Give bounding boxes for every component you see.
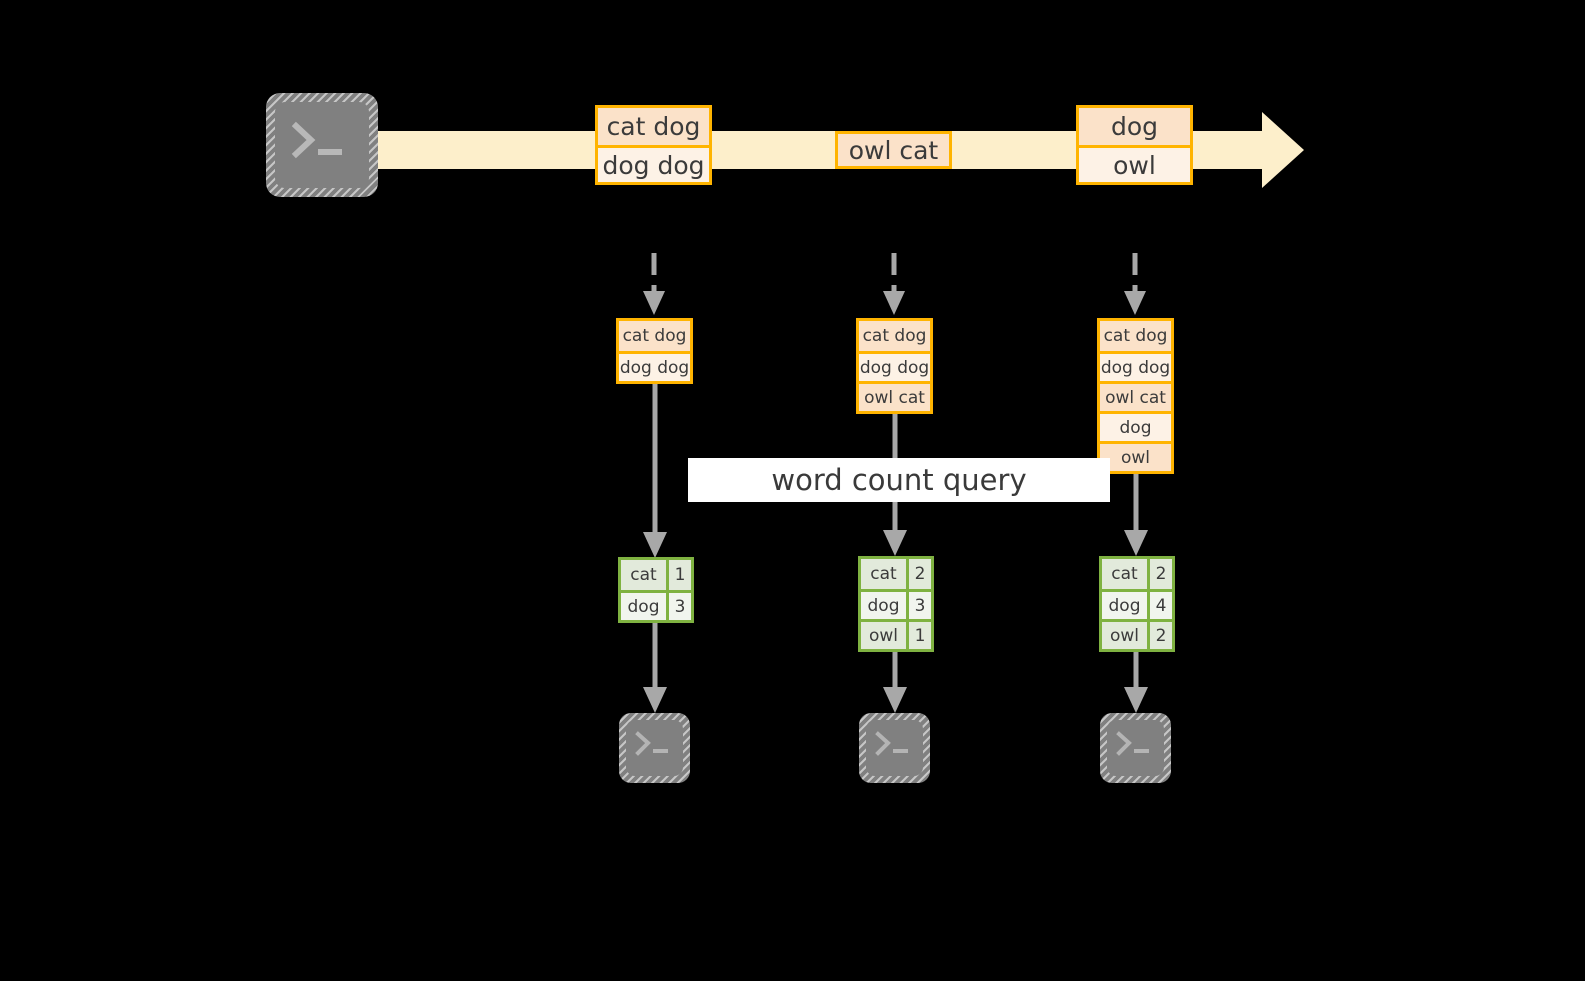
table-row: cat 2 xyxy=(861,559,931,589)
terminal-prompt-glyph xyxy=(1100,713,1171,783)
result-count: 2 xyxy=(905,559,931,589)
terminal-body xyxy=(626,720,683,776)
stream-record-2[interactable]: owl cat xyxy=(835,131,952,169)
snapshot-3-input-line-3: owl cat xyxy=(1100,381,1171,411)
table-row: owl 1 xyxy=(861,619,931,649)
sink-terminal-icon-3[interactable] xyxy=(1100,713,1171,783)
terminal-prompt-glyph xyxy=(619,713,690,783)
snapshot-2-input-line-3: owl cat xyxy=(859,381,930,411)
result-word: dog xyxy=(861,592,906,619)
terminal-body xyxy=(866,720,923,776)
snapshot-3-result[interactable]: cat 2 dog 4 owl 2 xyxy=(1099,556,1175,652)
stream-record-3[interactable]: dog owl xyxy=(1076,105,1193,185)
terminal-body xyxy=(275,102,369,188)
sink-arrow-2 xyxy=(880,652,910,715)
stream-record-3-line-1: dog xyxy=(1079,108,1190,145)
snapshot-3-input-line-1: cat dog xyxy=(1100,321,1171,351)
stream-record-3-line-2: owl xyxy=(1079,145,1190,182)
table-row: owl 2 xyxy=(1102,619,1172,649)
result-word: owl xyxy=(861,622,906,649)
result-word: cat xyxy=(1102,559,1147,589)
query-arrow-1 xyxy=(640,384,670,560)
result-word: cat xyxy=(861,559,906,589)
snapshot-2-result[interactable]: cat 2 dog 3 owl 1 xyxy=(858,556,934,652)
snapshot-1-result[interactable]: cat 1 dog 3 xyxy=(618,557,694,623)
query-arrow-3 xyxy=(1121,474,1151,558)
stream-record-1-line-1: cat dog xyxy=(598,108,709,145)
stream-record-1[interactable]: cat dog dog dog xyxy=(595,105,712,185)
dashed-arrow-2 xyxy=(879,253,909,318)
table-row: cat 1 xyxy=(621,560,691,590)
dashed-arrow-3 xyxy=(1120,253,1150,318)
result-count: 1 xyxy=(665,560,691,590)
result-count: 2 xyxy=(1146,559,1172,589)
sink-terminal-icon-1[interactable] xyxy=(619,713,690,783)
sink-arrow-3 xyxy=(1121,652,1151,715)
snapshot-3-input-line-2: dog dog xyxy=(1100,351,1171,381)
stream-arrowhead-icon xyxy=(1262,112,1304,188)
result-count: 4 xyxy=(1146,592,1172,619)
snapshot-1-input-line-2: dog dog xyxy=(619,351,690,381)
table-row: dog 4 xyxy=(1102,589,1172,619)
stream-record-2-line-1: owl cat xyxy=(838,134,949,166)
snapshot-1-input-line-1: cat dog xyxy=(619,321,690,351)
terminal-body xyxy=(1107,720,1164,776)
query-banner: word count query xyxy=(688,458,1110,502)
snapshot-3-input-line-5: owl xyxy=(1100,441,1171,471)
source-terminal-icon[interactable] xyxy=(266,93,378,197)
snapshot-2-input-line-1: cat dog xyxy=(859,321,930,351)
snapshot-3-input-line-4: dog xyxy=(1100,411,1171,441)
stream-record-1-line-2: dog dog xyxy=(598,145,709,182)
query-banner-label: word count query xyxy=(771,463,1027,497)
result-word: owl xyxy=(1102,622,1147,649)
result-word: dog xyxy=(1102,592,1147,619)
result-word: cat xyxy=(621,560,666,590)
result-count: 2 xyxy=(1146,622,1172,649)
snapshot-2-input-line-2: dog dog xyxy=(859,351,930,381)
sink-terminal-icon-2[interactable] xyxy=(859,713,930,783)
table-row: dog 3 xyxy=(621,590,691,620)
snapshot-3-input[interactable]: cat dog dog dog owl cat dog owl xyxy=(1097,318,1174,474)
terminal-prompt-glyph xyxy=(266,93,378,197)
result-count: 3 xyxy=(665,593,691,620)
result-count: 1 xyxy=(905,622,931,649)
table-row: cat 2 xyxy=(1102,559,1172,589)
result-count: 3 xyxy=(905,592,931,619)
dashed-arrow-1 xyxy=(639,253,669,318)
table-row: dog 3 xyxy=(861,589,931,619)
snapshot-2-input[interactable]: cat dog dog dog owl cat xyxy=(856,318,933,414)
snapshot-1-input[interactable]: cat dog dog dog xyxy=(616,318,693,384)
terminal-prompt-glyph xyxy=(859,713,930,783)
result-word: dog xyxy=(621,593,666,620)
sink-arrow-1 xyxy=(640,623,670,715)
